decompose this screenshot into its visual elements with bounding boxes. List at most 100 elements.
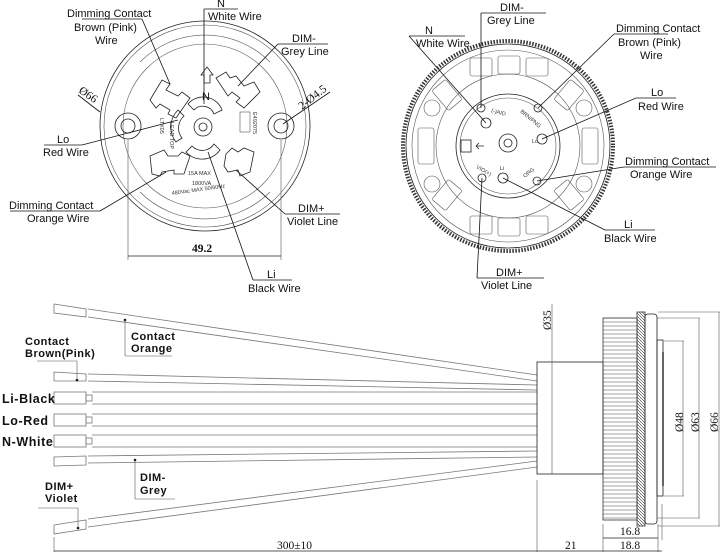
svg-text:White Wire: White Wire <box>416 38 470 50</box>
label-rear-n: N White Wire <box>408 25 487 124</box>
rear-center-hub <box>498 133 518 153</box>
slot-li <box>185 143 221 160</box>
svg-text:DIM-: DIM- <box>292 33 316 45</box>
wire-grey <box>53 450 538 467</box>
wire-black <box>53 391 537 405</box>
wire-red <box>53 413 537 427</box>
socket-lead-top: LEAD TOP <box>168 122 174 149</box>
front-outer-ring-inner <box>103 24 307 228</box>
rear-inner-ring-2 <box>459 97 557 195</box>
wire-label-contact-orange: Contact Orange <box>123 318 175 357</box>
svg-text:Dimming Contact: Dimming Contact <box>9 200 93 212</box>
label-rear-lo: Lo Red Wire <box>541 87 684 140</box>
arc-marking-top <box>139 34 271 63</box>
mark-grey: (-)AID <box>490 108 506 118</box>
arrow-left-icon <box>475 142 484 150</box>
label-front-n: N White Wire <box>203 0 262 104</box>
svg-text:N: N <box>217 0 225 10</box>
center-hub <box>193 117 213 137</box>
leader-d66 <box>77 94 101 113</box>
svg-text:DIM-: DIM- <box>500 2 524 14</box>
label-front-lo: Lo Red Wire <box>43 119 179 159</box>
svg-text:DIM-: DIM- <box>140 472 166 484</box>
cap-knurl <box>636 311 646 527</box>
rear-view: (-)AID BRN/PNG Lo VIO(+) Li ORG N White … <box>401 2 716 292</box>
socket-cert: E492075 <box>251 112 257 134</box>
svg-text:Orange: Orange <box>131 343 173 355</box>
svg-text:Dimming Contact: Dimming Contact <box>67 8 151 20</box>
svg-text:DIM+: DIM+ <box>496 267 523 279</box>
front-inner-ring <box>122 43 288 209</box>
mounting-hole-right <box>267 112 295 140</box>
svg-text:Li: Li <box>624 219 633 231</box>
dim-body-length: 21 <box>565 540 577 552</box>
wire-label-contact-brown: Contact Brown(Pink) <box>25 336 95 382</box>
socket-letter-n: N <box>202 91 210 103</box>
wire-label-dim-grey: DIM- Grey <box>133 458 175 500</box>
rear-clip <box>460 139 472 153</box>
svg-text:Violet Line: Violet Line <box>481 280 532 292</box>
cert-mark <box>239 111 251 133</box>
terminal-brown <box>533 103 543 113</box>
slot-brown <box>149 79 191 119</box>
arrow-up-icon <box>200 66 214 84</box>
svg-text:Contact: Contact <box>25 336 69 348</box>
wire-label-lo-red: Lo-Red <box>2 414 49 428</box>
svg-text:White Wire: White Wire <box>208 11 262 23</box>
svg-text:Violet Line: Violet Line <box>287 216 338 228</box>
dim-d48: Ø48 <box>674 412 686 432</box>
socket-model: LTX05 <box>158 118 164 134</box>
front-outer-ring <box>99 20 311 232</box>
leader-holes <box>282 91 331 125</box>
socket-rating-2: 1800VA <box>192 181 211 187</box>
svg-text:Orange Wire: Orange Wire <box>630 169 692 181</box>
dim-hole-spacing: 49.2 <box>192 243 212 255</box>
svg-text:Dimming Contact: Dimming Contact <box>625 156 709 168</box>
svg-text:Lo: Lo <box>651 87 663 99</box>
front-view: N LEAD TOP LTX05 E492075 15A MAX 1800VA … <box>9 0 340 295</box>
wire-label-li-black: Li-Black <box>2 392 55 406</box>
svg-text:Wire: Wire <box>640 50 663 62</box>
svg-text:Lo: Lo <box>57 134 69 146</box>
wire-violet <box>53 460 538 535</box>
terminal-li <box>497 172 509 184</box>
label-front-dim-plus: DIM+ Violet Line <box>235 169 340 228</box>
label-front-orange: Dimming Contact Orange Wire <box>9 171 167 225</box>
label-rear-orange: Dimming Contact Orange Wire <box>536 156 716 182</box>
svg-text:DIM+: DIM+ <box>45 481 74 493</box>
terminal-lo <box>536 133 548 145</box>
cap-ribbed <box>602 317 638 521</box>
mark-violet: VIO(+) <box>475 165 492 178</box>
label-rear-brown: Dimming Contact Brown (Pink) Wire <box>537 23 700 109</box>
body-cylinder <box>536 361 604 475</box>
dim-d66: Ø66 <box>709 412 720 432</box>
wire-white <box>53 434 537 448</box>
svg-text:Brown (Pink): Brown (Pink) <box>618 37 681 49</box>
svg-text:Dimming Contact: Dimming Contact <box>616 23 700 35</box>
mark-li: Li <box>500 166 504 172</box>
svg-text:N: N <box>425 25 433 37</box>
svg-text:Brown (Pink): Brown (Pink) <box>74 22 137 34</box>
label-front-li: Li Black Wire <box>207 151 301 295</box>
wire-label-dim-violet: DIM+ Violet <box>38 481 80 530</box>
svg-text:Red Wire: Red Wire <box>638 101 684 113</box>
mark-orange: ORG <box>522 167 535 180</box>
cap-flange <box>644 313 658 525</box>
cap-face <box>656 339 664 497</box>
svg-text:Black Wire: Black Wire <box>604 233 657 245</box>
svg-text:Orange Wire: Orange Wire <box>27 213 89 225</box>
rear-outer-ring <box>405 43 611 249</box>
terminal-n <box>480 117 492 129</box>
svg-text:Grey Line: Grey Line <box>281 46 329 58</box>
wire-label-n-white: N-White <box>2 435 53 449</box>
slot-grey <box>215 71 261 109</box>
rear-teeth-ring <box>401 39 615 253</box>
label-rear-dim-plus: DIM+ Violet Line <box>476 177 544 292</box>
arc-marking-bottom <box>139 191 271 220</box>
svg-text:DIM+: DIM+ <box>298 203 325 215</box>
svg-text:Brown(Pink): Brown(Pink) <box>25 348 95 360</box>
slot-lo <box>170 109 185 143</box>
wire-orange <box>53 303 538 382</box>
mark-lo: Lo <box>532 139 538 145</box>
